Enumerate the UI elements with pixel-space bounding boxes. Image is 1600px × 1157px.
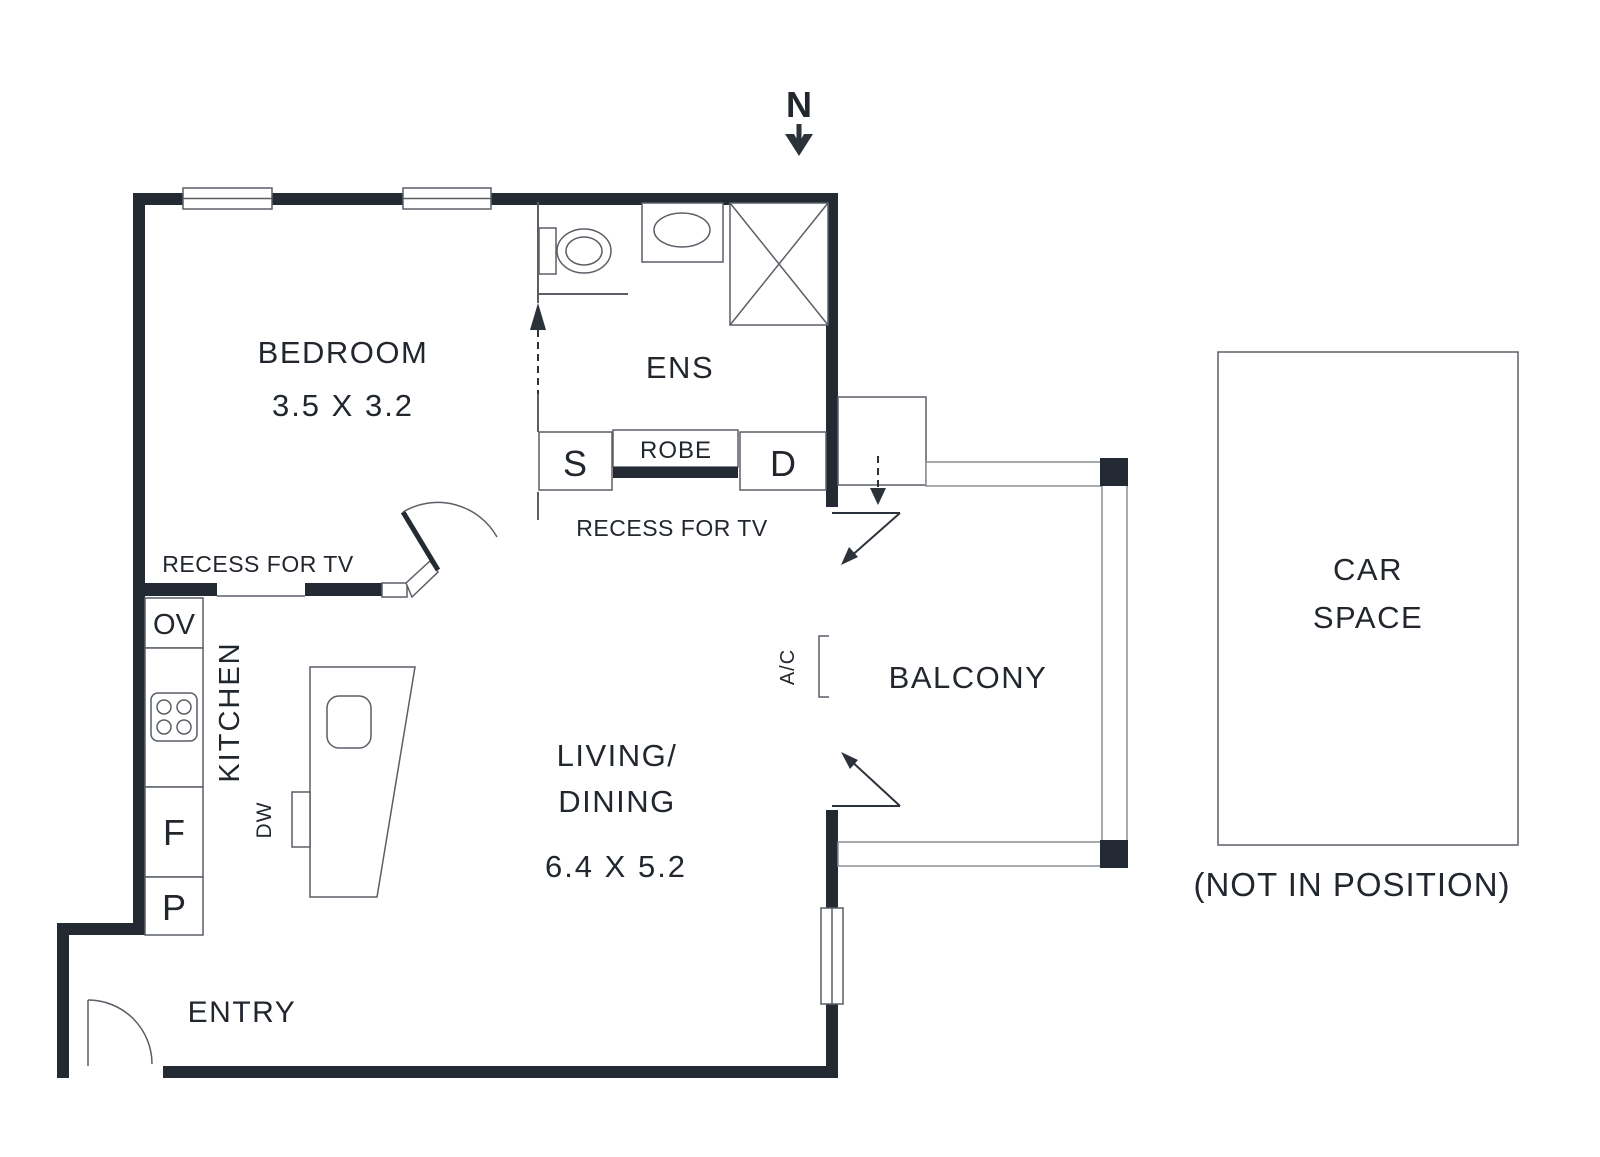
car-space-label-line2: SPACE [1313,600,1423,635]
bedroom-label: BEDROOM [258,335,429,370]
robe-d-box [739,431,827,491]
robe-row: S ROBE D [538,429,827,491]
wall-segment [305,583,382,596]
balcony-post [1100,458,1128,486]
living-label-line2: DINING [558,784,676,819]
bedroom-dims: 3.5 X 3.2 [272,388,414,423]
entry-label: ENTRY [188,996,297,1029]
balcony-rail-right [1101,461,1128,867]
pantry-label: P [162,887,186,928]
bedroom-recess-wall [133,559,439,599]
ens-entry-arrow-head [530,303,546,330]
robe-s-label: S [563,443,587,484]
robe-s-box [538,431,613,491]
shower-icon [729,202,829,326]
dishwasher-box [291,791,311,848]
bedroom-door-leaf [400,510,441,572]
balcony-rail-top [925,461,1103,487]
car-space-note: (NOT IN POSITION) [1193,866,1510,903]
dishwasher-label: DW [253,802,276,839]
recess-tv-living-label: RECESS FOR TV [576,515,768,541]
bedroom-door [400,492,539,572]
balcony-post [1100,840,1128,868]
cooktop-box [144,647,204,788]
angled-wall-stub [405,559,439,599]
robe-label: ROBE [640,437,712,464]
living-label-line1: LIVING/ [557,738,678,773]
wall-left-upper [133,193,145,935]
living-dims: 6.4 X 5.2 [545,849,687,884]
sliding-door-bottom [832,752,901,807]
pantry-box [144,876,204,936]
robe-rail [613,467,738,478]
north-arrow: N [785,84,813,156]
bedroom-windows [182,187,492,210]
ensuite: ENS [530,202,829,432]
entry-door-arc [87,999,153,1065]
north-arrow-head [785,134,813,156]
north-label: N [786,84,812,125]
oven-label: OV [153,609,196,641]
recess-tv-bedroom-label: RECESS FOR TV [162,551,354,577]
oven-box [144,597,204,649]
entry: ENTRY [87,996,297,1066]
balcony: BALCONY A/C [777,396,1128,868]
bedroom-door-arc [402,501,498,538]
ens-label: ENS [646,350,714,385]
wall-entry-jog [57,923,145,935]
kitchen-label: KITCHEN [214,641,246,782]
kitchen: OV F P KITCHEN DW [144,597,416,936]
ac-bracket [818,635,829,698]
fridge-box [144,786,204,878]
ac-label: A/C [777,649,799,685]
balcony-arrow-head [870,488,886,505]
basin-icon [641,202,724,263]
robe-d-label: D [770,443,796,484]
car-space-outline [1217,351,1519,846]
toilet-icon [538,227,612,275]
balcony-store-box [837,396,927,486]
balcony-label: BALCONY [889,660,1048,695]
wall-right-upper [826,193,838,507]
wall-left-lower [57,923,69,1078]
living-window [820,907,844,1005]
wall-segment [133,583,217,596]
car-space: CAR SPACE (NOT IN POSITION) [1193,351,1519,903]
robe-box [612,429,739,468]
car-space-label-line1: CAR [1333,552,1403,587]
sliding-door-top [832,512,901,565]
sink-icon [326,695,372,749]
door-jamb [381,582,408,598]
wall-bottom [163,1066,838,1078]
balcony-rail-bottom [837,841,1103,867]
fridge-label: F [163,812,185,853]
cooktop-icon [150,692,198,742]
